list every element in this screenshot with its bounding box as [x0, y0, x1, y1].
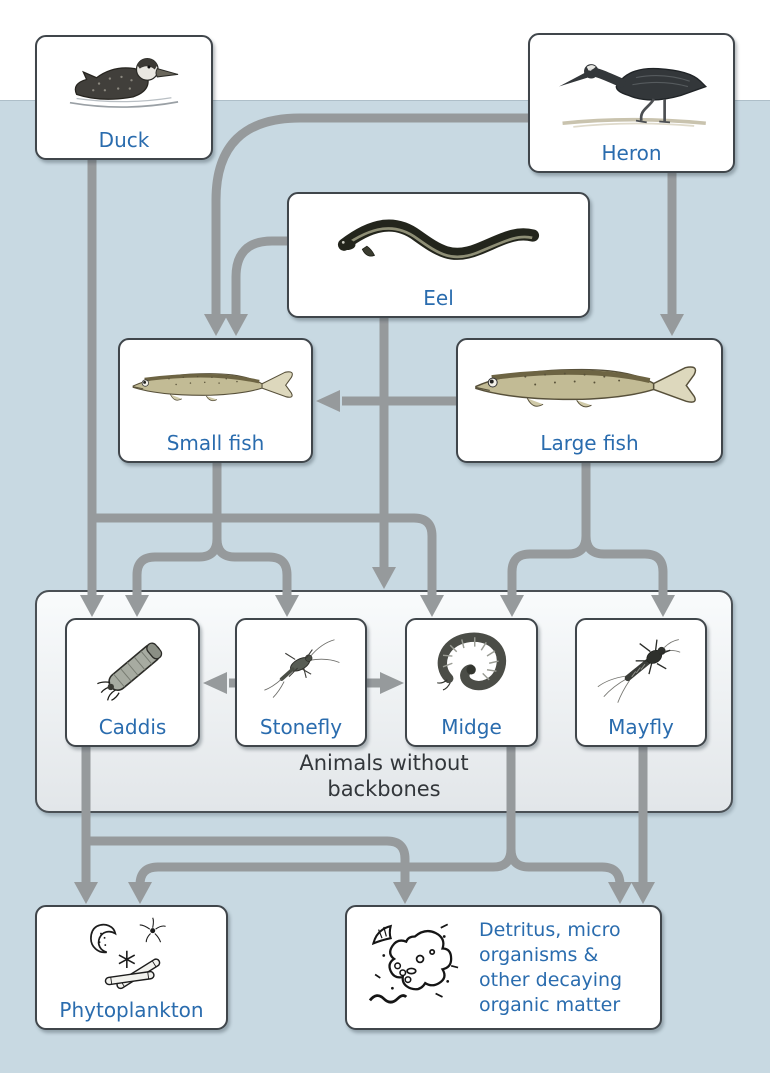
node-eel: Eel	[287, 192, 590, 318]
node-caddis: Caddis	[65, 618, 200, 747]
stonefly-illustration	[264, 639, 340, 698]
node-label-heron: Heron	[601, 141, 662, 165]
node-mayfly: Mayfly	[575, 618, 707, 747]
eel-illustration	[337, 219, 540, 260]
large-fish-illustration	[475, 366, 697, 408]
node-heron: Heron	[528, 33, 735, 173]
detritus-illustration	[368, 923, 459, 1003]
node-large-fish: Large fish	[456, 338, 723, 463]
node-label-large-fish: Large fish	[540, 431, 639, 455]
small-fish-illustration	[132, 371, 293, 402]
phytoplankton-illustration	[90, 917, 166, 990]
heron-illustration	[558, 64, 708, 128]
mayfly-illustration	[597, 639, 681, 703]
node-label-small-fish: Small fish	[166, 431, 265, 455]
node-label-eel: Eel	[423, 286, 454, 310]
node-phytoplankton: Phytoplankton	[35, 905, 228, 1030]
caddis-illustration	[97, 642, 163, 701]
node-label-phytoplankton: Phytoplankton	[59, 998, 204, 1022]
node-label-detritus: Detritus, micro organisms & other decayi…	[479, 918, 623, 1016]
node-label-midge: Midge	[441, 715, 502, 739]
node-stonefly: Stonefly	[235, 618, 367, 747]
node-label-stonefly: Stonefly	[259, 715, 343, 739]
group-caption: Animals without backbones	[299, 751, 469, 801]
node-label-mayfly: Mayfly	[608, 715, 674, 739]
node-label-caddis: Caddis	[98, 715, 167, 739]
duck-illustration	[69, 58, 179, 108]
node-label-duck: Duck	[98, 128, 150, 152]
node-duck: Duck	[35, 35, 213, 160]
node-detritus: Detritus, micro organisms & other decayi…	[345, 905, 662, 1030]
node-midge: Midge	[405, 618, 538, 747]
midge-illustration	[437, 632, 507, 691]
node-small-fish: Small fish	[118, 338, 313, 463]
